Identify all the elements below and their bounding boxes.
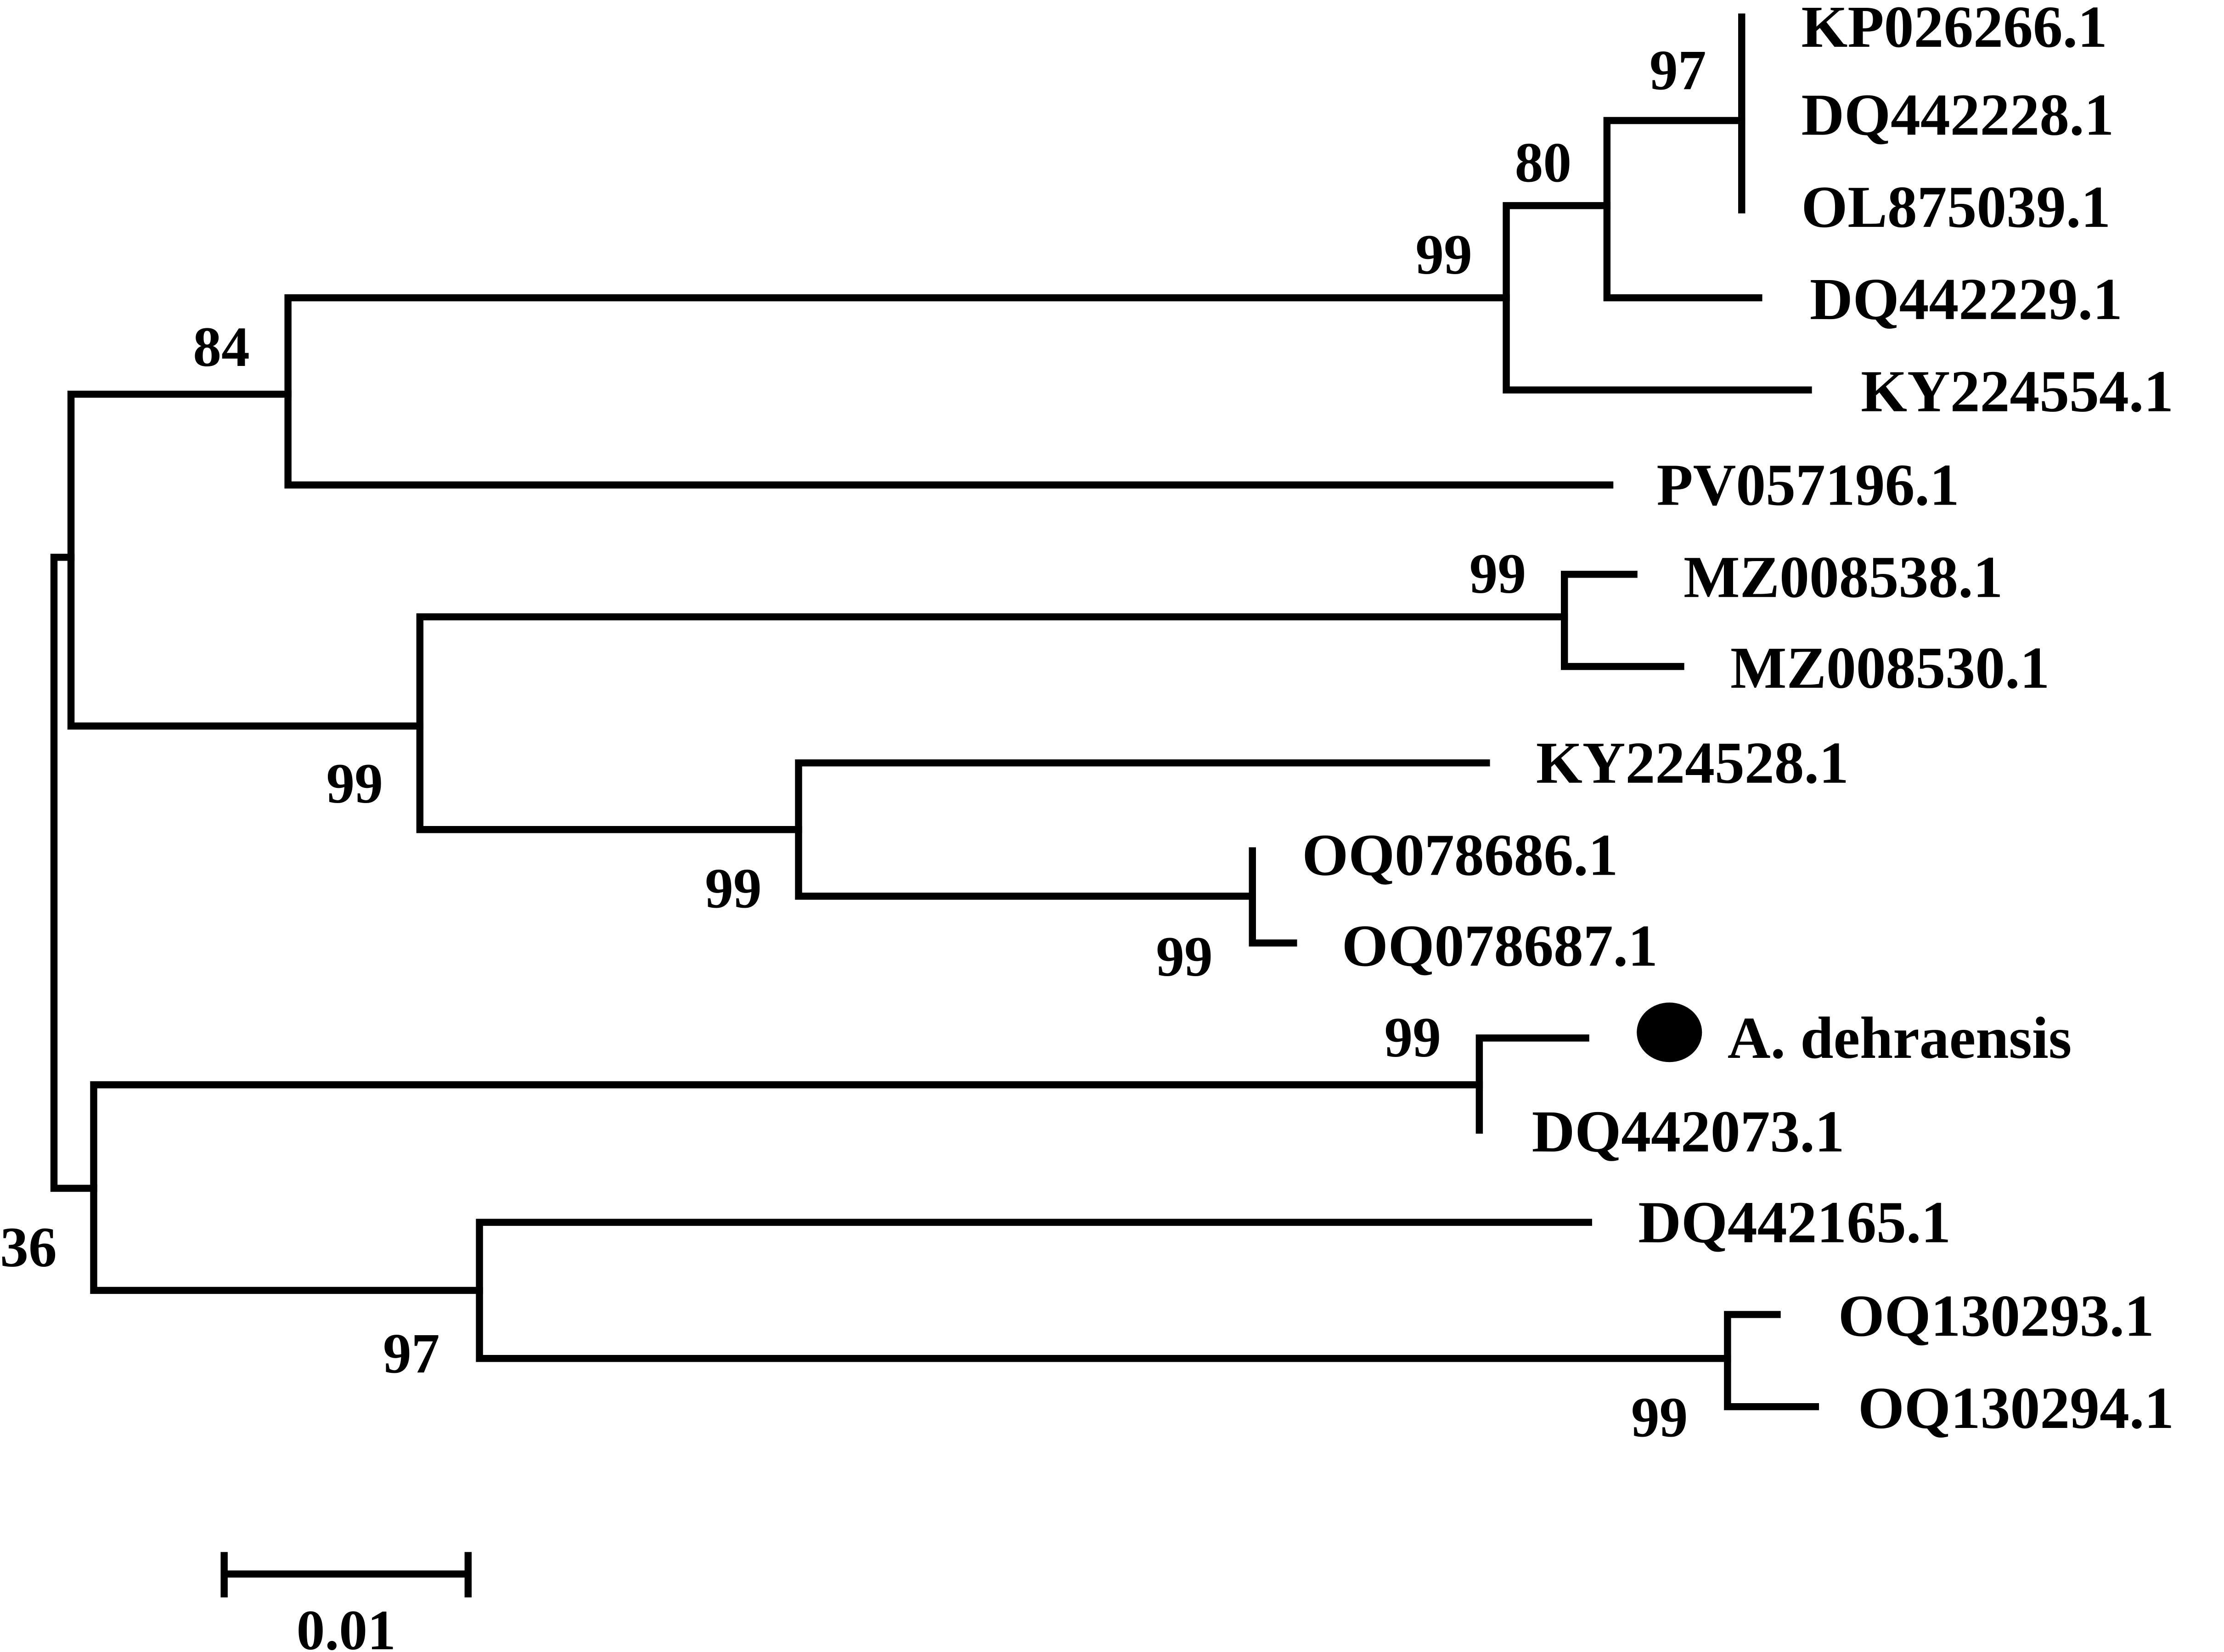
bootstrap-value: 99 bbox=[1470, 542, 1526, 605]
scale-bar-label: 0.01 bbox=[297, 1599, 396, 1652]
scale-bar: 0.01 bbox=[220, 1552, 472, 1652]
branch-node-99d bbox=[795, 759, 1490, 900]
branch-node-84 bbox=[284, 294, 1614, 489]
bootstrap-value: 99 bbox=[705, 857, 762, 920]
leaf-label: OQ078687.1 bbox=[1342, 913, 1658, 979]
leaf-label-highlighted: A. dehraensis bbox=[1728, 1005, 2072, 1071]
bootstrap-values: 36 84 99 80 97 99 99 99 99 99 97 99 bbox=[0, 39, 1706, 1449]
bootstrap-value: 97 bbox=[1650, 39, 1706, 102]
branch-node-99f bbox=[1475, 1034, 1589, 1134]
branch-node-80 bbox=[1603, 117, 1762, 302]
leaf-label: DQ442229.1 bbox=[1810, 266, 2123, 332]
leaf-label: MZ008538.1 bbox=[1683, 544, 2003, 610]
bootstrap-value: 99 bbox=[1156, 925, 1213, 988]
scale-bar-line bbox=[220, 1552, 472, 1598]
bootstrap-value: 99 bbox=[1631, 1386, 1688, 1449]
branch-node-99e bbox=[1249, 847, 1297, 947]
highlight-circle-icon bbox=[1637, 1002, 1702, 1062]
bootstrap-value: 99 bbox=[1415, 223, 1472, 286]
leaf-label: DQ442228.1 bbox=[1801, 82, 2114, 148]
leaf-label: OQ130294.1 bbox=[1858, 1375, 2174, 1441]
bootstrap-value: 97 bbox=[383, 1322, 440, 1385]
bootstrap-value: 80 bbox=[1515, 131, 1572, 194]
leaf-label: DQ442073.1 bbox=[1532, 1099, 1845, 1165]
leaf-label: KY224528.1 bbox=[1536, 730, 1849, 796]
leaf-label: DQ442165.1 bbox=[1638, 1189, 1951, 1255]
branch-node-50 bbox=[67, 390, 424, 730]
leaf-label: KP026266.1 bbox=[1801, 0, 2107, 60]
branch-node-99g bbox=[1724, 1311, 1819, 1410]
branch-node-97b bbox=[476, 1219, 1731, 1362]
branch-node-66 bbox=[90, 1081, 1483, 1294]
branches bbox=[50, 13, 1819, 1410]
bootstrap-value: 99 bbox=[1384, 1006, 1441, 1069]
branch-node-99b bbox=[416, 613, 1568, 833]
leaf-labels: KP026266.1 DQ442228.1 OL875039.1 DQ44222… bbox=[1302, 0, 2174, 1441]
leaf-label: KY224554.1 bbox=[1861, 359, 2173, 425]
bootstrap-value: 99 bbox=[327, 752, 383, 815]
leaf-label: OQ130293.1 bbox=[1838, 1283, 2154, 1349]
leaf-label: PV057196.1 bbox=[1656, 452, 1959, 518]
branch-node-99c bbox=[1560, 571, 1684, 670]
leaf-label: OL875039.1 bbox=[1801, 174, 2111, 240]
bootstrap-value: 36 bbox=[0, 1216, 57, 1279]
branch-node-99a bbox=[1503, 202, 1812, 394]
leaf-label: OQ078686.1 bbox=[1302, 822, 1618, 888]
leaf-label: MZ008530.1 bbox=[1730, 635, 2049, 701]
branch-root bbox=[50, 554, 97, 1192]
bootstrap-value: 84 bbox=[193, 315, 250, 378]
